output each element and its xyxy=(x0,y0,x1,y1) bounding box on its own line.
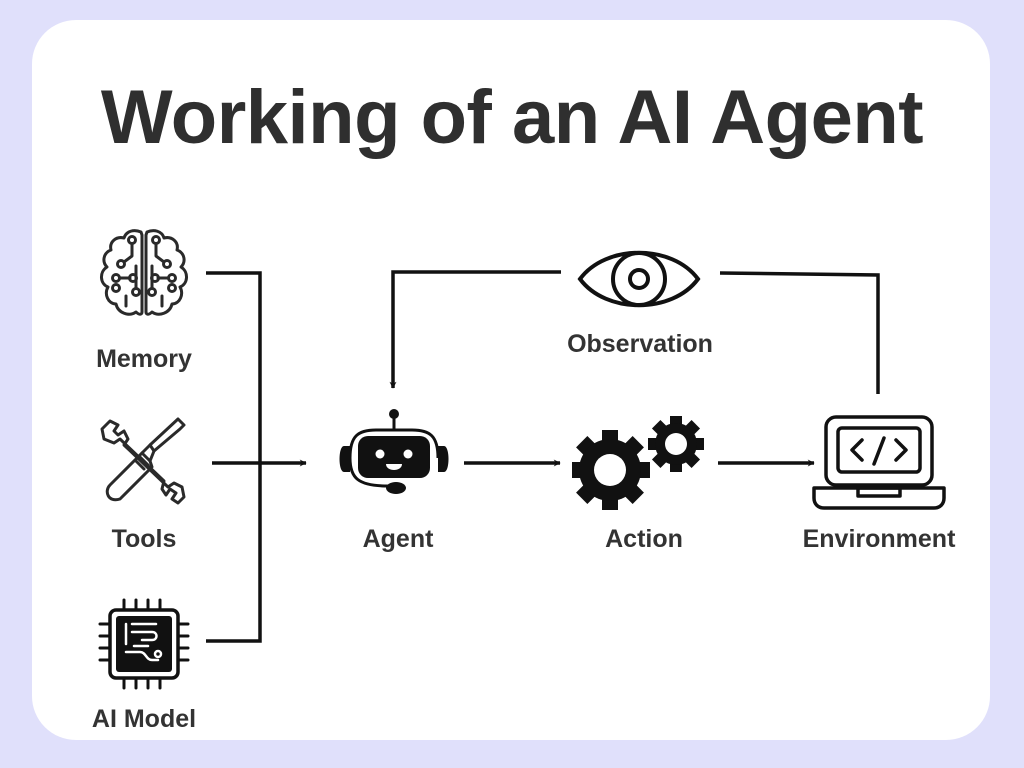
edge-environment-observation xyxy=(719,271,880,394)
gears-icon xyxy=(572,416,704,510)
observation-label: Observation xyxy=(567,330,713,358)
action-label: Action xyxy=(605,525,683,553)
laptop-code-icon xyxy=(812,415,946,510)
agent-label: Agent xyxy=(362,525,434,553)
wrench-screwdriver-icon xyxy=(100,417,186,505)
robot-headset-icon xyxy=(339,409,449,494)
environment-label: Environment xyxy=(802,525,956,553)
chip-icon xyxy=(98,598,190,690)
diagram-card xyxy=(32,20,990,740)
edge-memory-agent xyxy=(206,271,262,643)
brain-circuit-icon xyxy=(100,229,188,316)
memory-label: Memory xyxy=(96,345,192,373)
edge-observation-agent xyxy=(389,270,561,389)
ai-model-label: AI Model xyxy=(91,705,197,733)
tools-label: Tools xyxy=(111,525,177,553)
eye-icon xyxy=(577,250,701,308)
page-title: Working of an AI Agent xyxy=(100,75,924,160)
